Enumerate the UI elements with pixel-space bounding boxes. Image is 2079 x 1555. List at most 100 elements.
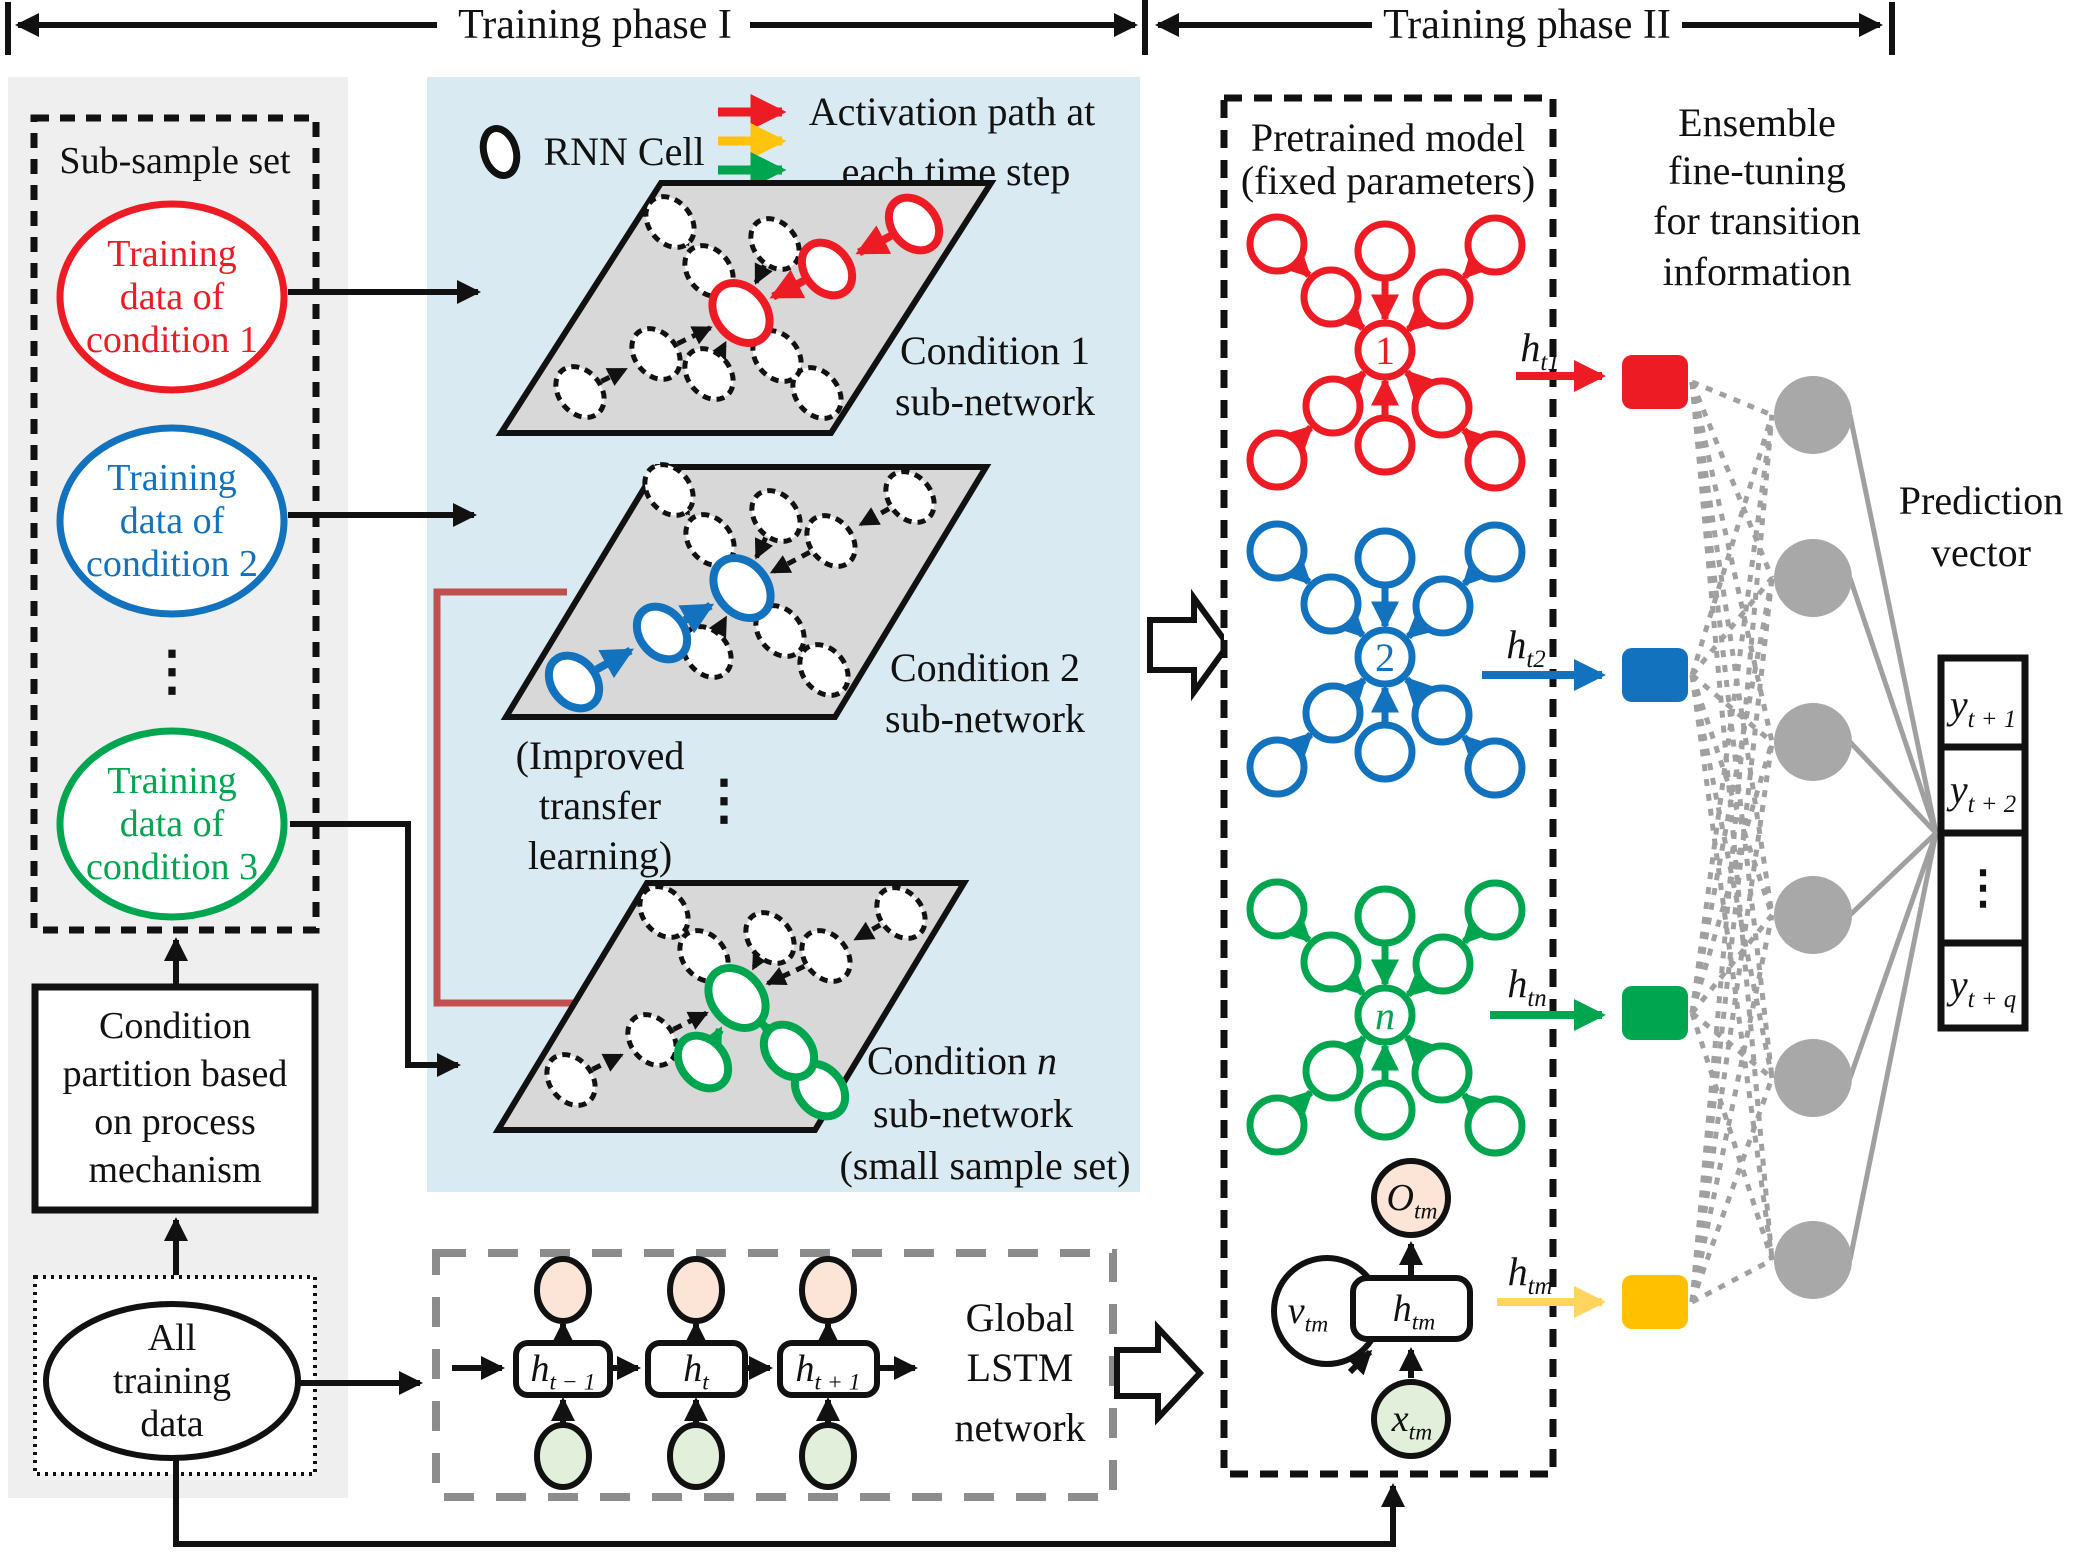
htm-label: htm	[1507, 1249, 1553, 1300]
sub-network-graph	[544, 462, 937, 713]
sub-network-graph	[553, 193, 944, 421]
cond2-subnet-label2: sub-network	[885, 696, 1085, 741]
ensemble-hidden-nodes	[1774, 376, 1852, 1299]
cond2-data-line2: data of	[119, 500, 225, 542]
star1-label: 1	[1375, 328, 1395, 373]
partition-line3: on process	[94, 1101, 256, 1143]
prediction-title-line1: Prediction	[1898, 478, 2064, 523]
partition-line1: Condition	[98, 1005, 252, 1047]
vtm-node-label: vtm	[1287, 1290, 1329, 1338]
hidden-node	[1774, 539, 1852, 617]
blue-square	[1622, 648, 1688, 702]
ensemble-line2: fine-tuning	[1668, 148, 1846, 193]
yellow-square	[1622, 1275, 1688, 1329]
subsample-set-box	[30, 114, 320, 934]
phase2-title: Training phase II	[1383, 2, 1671, 48]
vertical-ellipsis: ⋮	[1960, 862, 2006, 913]
improved-transfer-line1: (Improved	[515, 733, 685, 778]
xtm-node-label: xtm	[1391, 1398, 1433, 1446]
pretrained-title-line2: (fixed parameters)	[1240, 158, 1536, 203]
all-training-data-ellipse	[43, 1301, 301, 1461]
rnn-cell-icon	[479, 125, 521, 179]
hidden-state-arrows	[1482, 360, 1606, 1318]
global-lstm-chain	[452, 1256, 918, 1490]
training-data-cond3-ellipse	[56, 727, 288, 921]
all-training-line3: data	[140, 1403, 204, 1445]
global-lstm-line3: network	[954, 1405, 1086, 1450]
ensemble-input-squares	[1622, 355, 1688, 1329]
ensemble-line3: for transition	[1653, 198, 1861, 243]
lstm-cell-ht-1: ht − 1	[530, 1348, 596, 1396]
hidden-node	[1774, 1221, 1852, 1299]
ensemble-line4: information	[1662, 249, 1852, 294]
activation-path-legend-arrows	[718, 94, 787, 188]
green-square	[1622, 986, 1688, 1040]
activation-legend-line1: Activation path at	[808, 89, 1096, 134]
cond3-data-line1: Training	[107, 760, 237, 802]
starn-label: n	[1375, 993, 1395, 1038]
condn-subnet-label3: (small sample set)	[839, 1143, 1131, 1188]
pretrained-star-networks	[1246, 213, 1526, 1157]
htm-cell	[1350, 1275, 1473, 1342]
flow-arrows-left	[164, 280, 1405, 1547]
subsample-title: Sub-sample set	[59, 140, 291, 182]
prediction-cell-q: yt + q	[1949, 962, 2017, 1013]
cond1-data-line3: condition 1	[85, 319, 259, 361]
vertical-ellipsis: ⋮	[145, 641, 199, 701]
vertical-ellipsis: ⋮	[697, 770, 751, 830]
htn-label: htn	[1507, 961, 1547, 1012]
lstm-cell-ht: ht	[683, 1348, 709, 1396]
phase1-title: Training phase I	[458, 2, 732, 48]
xtm-node	[1371, 1379, 1451, 1459]
hidden-node	[1774, 1039, 1852, 1117]
rnn-cell-label: RNN Cell	[543, 129, 705, 174]
htm-node-label: htm	[1392, 1288, 1436, 1336]
transfer-learning-path	[433, 588, 668, 1017]
pretrained-title-line1: Pretrained model	[1250, 115, 1526, 160]
hidden-node	[1774, 376, 1852, 454]
global-lstm-line1: Global	[965, 1295, 1075, 1340]
prediction-cell-2: yt + 2	[1949, 767, 2017, 818]
cond2-data-line3: condition 2	[85, 543, 259, 585]
all-training-line2: training	[112, 1360, 232, 1402]
red-square	[1622, 355, 1688, 409]
prediction-vector-box	[1937, 654, 2029, 1032]
cond3-data-line3: condition 3	[85, 846, 259, 888]
otm-node-label: Otm	[1386, 1177, 1438, 1225]
cond1-data-line1: Training	[107, 233, 237, 275]
cond1-data-line2: data of	[119, 276, 225, 318]
ht2-label: ht2	[1506, 622, 1546, 673]
lstm-cell-ht+1: ht + 1	[795, 1348, 861, 1396]
ensemble-line1: Ensemble	[1678, 100, 1836, 145]
prediction-title-line2: vector	[1931, 530, 2031, 575]
all-training-line1: All	[147, 1317, 197, 1359]
cond1-subnet-label2: sub-network	[895, 379, 1095, 424]
cond3-data-line2: data of	[119, 803, 225, 845]
phase-span-markers	[5, 0, 1895, 55]
prediction-cell-1: yt + 1	[1949, 682, 2017, 733]
partition-line4: mechanism	[88, 1149, 262, 1191]
condition-partition-box	[31, 983, 319, 1214]
sub-network-graph	[544, 884, 928, 1121]
ensemble-mesh	[1689, 379, 1939, 1305]
pretrained-lstm-unit	[1271, 1158, 1473, 1459]
cond1-subnet-label1: Condition 1	[899, 328, 1091, 373]
star-network	[1246, 878, 1526, 1157]
condn-subnet-label2: sub-network	[873, 1091, 1073, 1136]
training-data-cond2-ellipse	[56, 424, 288, 618]
ht1-label: ht1	[1520, 325, 1560, 376]
star2-label: 2	[1375, 635, 1395, 680]
block-arrow-lstm-to-pretrained	[1114, 1320, 1205, 1426]
partition-line2: partition based	[62, 1053, 288, 1095]
cond2-subnet-label1: Condition 2	[889, 645, 1081, 690]
subnetwork-graphs	[544, 193, 944, 1121]
condn-subnet-label1: Condition n	[866, 1038, 1058, 1083]
training-data-cond1-ellipse	[56, 200, 288, 394]
global-lstm-line2: LSTM	[966, 1345, 1074, 1390]
improved-transfer-line2: transfer	[538, 783, 662, 828]
improved-transfer-line3: learning)	[527, 833, 673, 878]
cond2-data-line1: Training	[107, 457, 237, 499]
star-network	[1246, 520, 1526, 799]
